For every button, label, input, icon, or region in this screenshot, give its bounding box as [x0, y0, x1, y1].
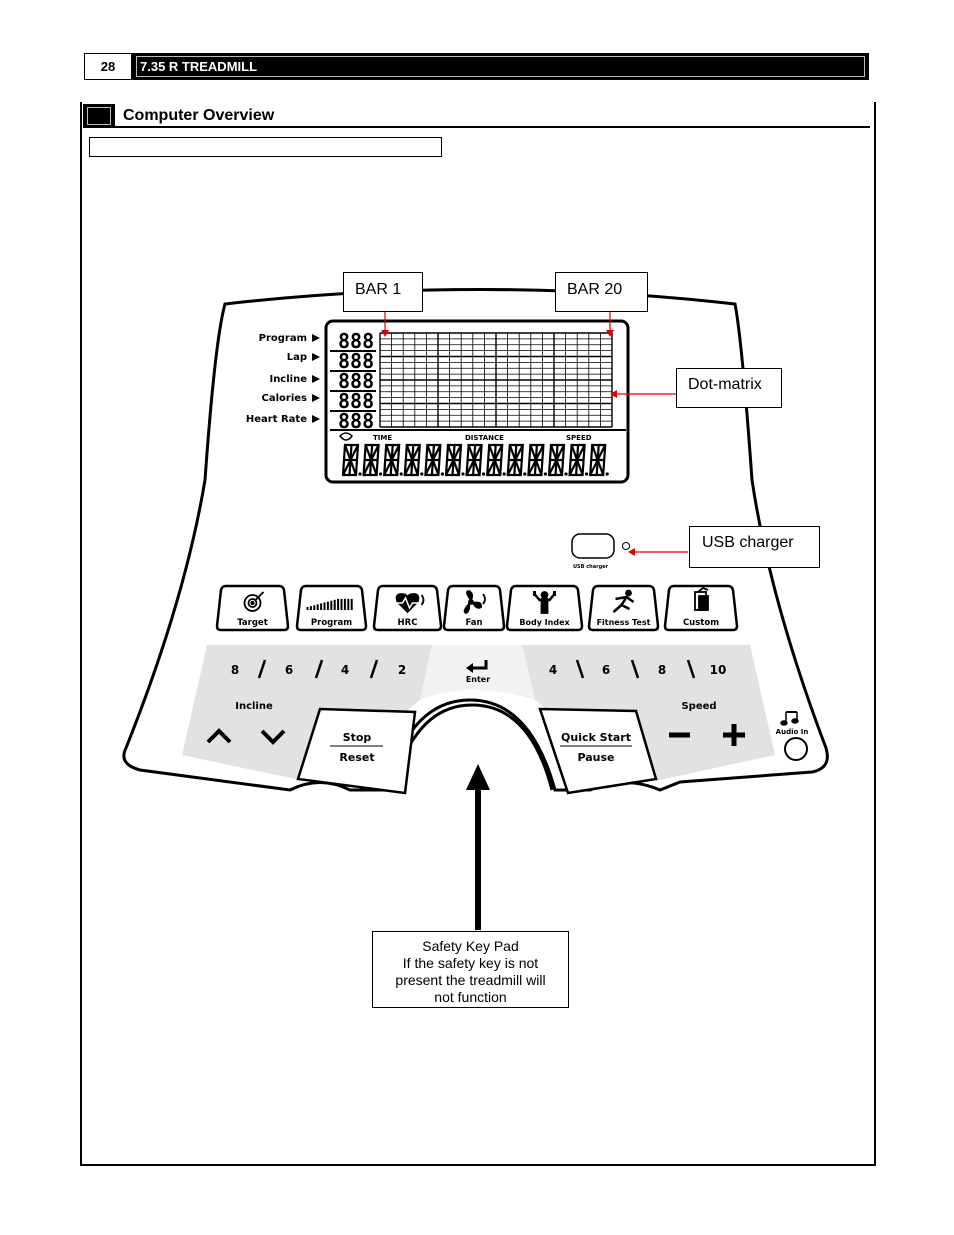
quick-start-label: Quick Start: [561, 731, 631, 744]
fitness-test-icon: [612, 589, 635, 613]
section-rule: [115, 126, 870, 128]
quick-start-pause-button: [538, 707, 658, 795]
seg-program: 888: [338, 329, 374, 353]
stop-label: Stop: [343, 731, 372, 744]
pause-label: Pause: [577, 751, 614, 764]
safety-line-2: If the safety key is not: [402, 955, 539, 971]
key-label: Body Index: [519, 618, 570, 627]
section-title: Computer Overview: [123, 107, 275, 124]
heart-indicator-icon: [339, 432, 353, 441]
enter-icon: [468, 660, 488, 670]
incline-down-icon: [260, 729, 286, 745]
big-digit-row: [341, 443, 609, 477]
program-keys: Target Program HRC Fan Body Index Fitness Tes…: [215, 584, 739, 632]
seg-incline: 888: [338, 369, 374, 393]
page-header: 28 7.35 R TREADMILL: [84, 53, 869, 80]
incline-preset-4: 4: [341, 663, 349, 677]
safety-line-4: not function: [434, 989, 507, 1005]
key-label: Program: [311, 618, 352, 628]
label-heart-rate: Heart Rate: [246, 414, 307, 425]
key-label: Custom: [683, 618, 719, 628]
safety-line-3: present the treadmill will: [395, 972, 546, 988]
speed-plus-icon: [723, 724, 745, 746]
content-frame: [80, 102, 876, 1166]
incline-preset-8: 8: [231, 663, 239, 677]
key-fan[interactable]: [442, 584, 506, 632]
label-incline: Incline: [269, 374, 307, 385]
label-distance: DISTANCE: [465, 434, 504, 442]
lcd-display: [324, 319, 630, 484]
callout-dot-matrix: Dot-matrix: [676, 368, 782, 408]
custom-icon: [694, 586, 709, 611]
enter-label: Enter: [466, 675, 490, 684]
speed-preset-4: 4: [549, 663, 557, 677]
callout-bar1: BAR 1: [343, 272, 423, 312]
header-title: 7.35 R TREADMILL: [140, 59, 258, 74]
usb-port: [571, 533, 615, 559]
speed-preset-6: 6: [602, 663, 610, 677]
label-calories: Calories: [262, 393, 308, 404]
key-target[interactable]: [215, 584, 290, 632]
audio-in-label: Audio In: [776, 728, 809, 736]
key-fitness-test[interactable]: [587, 584, 660, 632]
section-marker: [83, 104, 115, 128]
incline-preset-6: 6: [285, 663, 293, 677]
caption-box: [89, 137, 442, 157]
usb-label: USB charger: [573, 564, 609, 570]
callout-safety-key: Safety Key Pad If the safety key is not …: [372, 931, 569, 1008]
speed-preset-8: 8: [658, 663, 666, 677]
safety-line-1: Safety Key Pad: [422, 938, 519, 954]
target-icon: [243, 591, 265, 612]
key-label: HRC: [398, 618, 418, 628]
label-lap: Lap: [287, 352, 307, 363]
audio-in-jack: [784, 737, 808, 761]
incline-up-icon: [206, 728, 232, 744]
key-label: Fitness Test: [597, 618, 651, 627]
body-index-icon: [533, 591, 556, 614]
page-number: 28: [84, 53, 132, 80]
fan-icon: [463, 590, 486, 614]
reset-label: Reset: [339, 751, 374, 764]
incline-preset-2: 2: [398, 663, 406, 677]
usb-led: [622, 542, 630, 550]
callout-usb-charger: USB charger: [689, 526, 820, 568]
speed-preset-10: 10: [710, 663, 727, 677]
callout-bar20: BAR 20: [555, 272, 648, 312]
label-time: TIME: [373, 434, 392, 442]
key-label: Fan: [465, 618, 482, 628]
program-icon: [306, 598, 353, 610]
incline-label: Incline: [235, 701, 273, 712]
seg-lap: 888: [338, 349, 374, 373]
stop-reset-button: [296, 707, 417, 795]
speed-label: Speed: [681, 701, 716, 712]
header-bar: 7.35 R TREADMILL: [132, 53, 869, 80]
label-program: Program: [259, 333, 307, 344]
music-note-icon: [780, 711, 799, 726]
seg-calories: 888: [338, 389, 374, 413]
heart-rate-icon: [391, 593, 425, 614]
label-speed: SPEED: [566, 434, 592, 442]
dot-matrix-grid: [379, 332, 613, 428]
key-label: Target: [237, 618, 268, 628]
